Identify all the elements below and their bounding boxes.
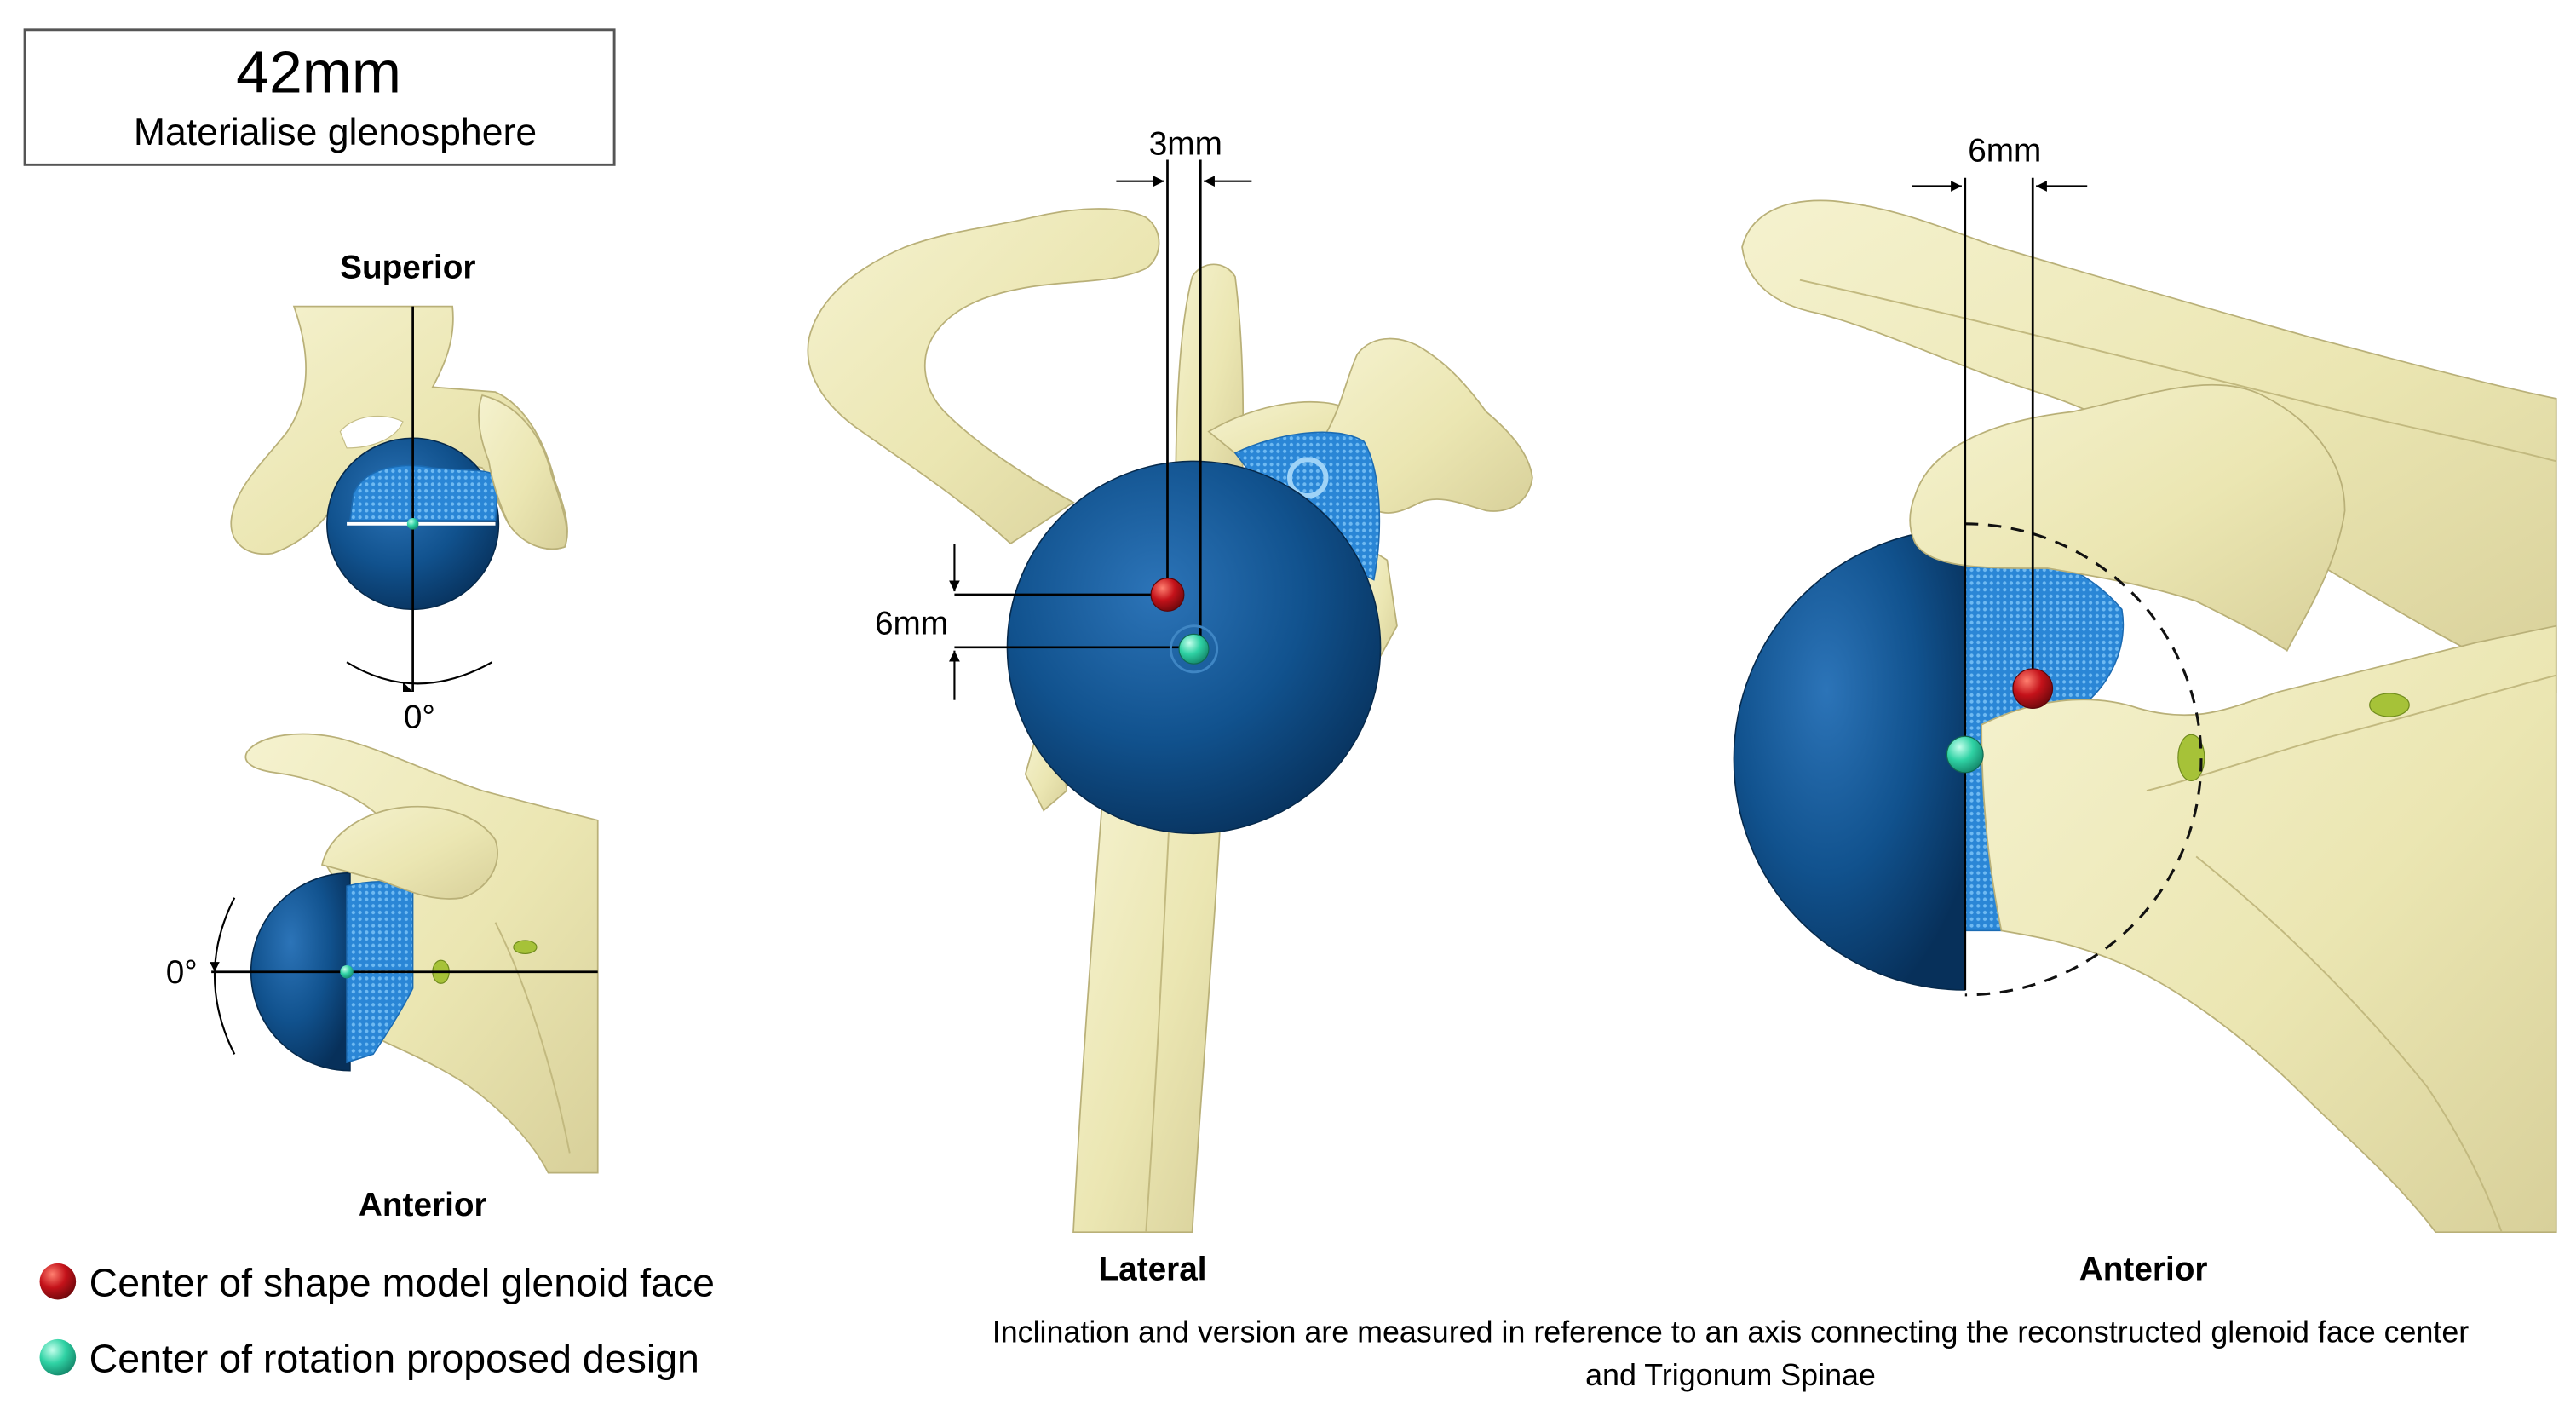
scapular-spine-superior [478, 394, 568, 550]
lateral-view-label: Lateral [1099, 1251, 1207, 1287]
anterior-large-view: 6mm Anterior [1733, 133, 2557, 1287]
scapula-contour-small [494, 922, 571, 1154]
lateral-view: 3mm 6mm Lateral [807, 126, 1533, 1287]
title-box-frame [23, 28, 616, 166]
baseplate-screw-hole [1287, 457, 1329, 498]
scapular-body-anterior-large [1981, 624, 2557, 1234]
caption-line-2: and Trigonum Spinae [1585, 1358, 1876, 1392]
scapular-body-contour-1 [2146, 674, 2556, 791]
green-dot-icon [39, 1338, 77, 1376]
trigonum-marker-large [2177, 734, 2205, 782]
rotation-center-anterior-small [340, 964, 354, 979]
spine-marker-large [2369, 693, 2410, 717]
legend-label-glenoid-center: Center of shape model glenoid face [89, 1261, 715, 1305]
legend-item-rotation-center: Center of rotation proposed design [39, 1337, 699, 1381]
legend: Center of shape model glenoid face Cente… [39, 1261, 715, 1381]
anterior-large-horizontal-offset: 6mm [1968, 133, 2041, 170]
glenosphere-outline-dashed [1964, 522, 2203, 997]
superior-angle-value: 0° [404, 699, 435, 736]
glenoid-center-dot-lateral [1150, 578, 1185, 612]
lateral-vertical-offset: 6mm [875, 605, 948, 642]
legend-label-rotation-center: Center of rotation proposed design [89, 1337, 699, 1381]
lateral-horizontal-offset: 3mm [1149, 126, 1222, 163]
spine-ridge-contour [1799, 279, 2556, 463]
superior-view: Superior 0° [230, 250, 568, 736]
anterior-small-angle-value: 0° [166, 954, 198, 991]
coracoid-anterior-small [320, 805, 498, 900]
superior-angle-marker [402, 682, 413, 693]
caption-line-1: Inclination and version are measured in … [992, 1315, 2470, 1350]
acromion-lateral [807, 208, 1160, 545]
anterior-small-view-label: Anterior [359, 1187, 487, 1223]
anterior-small-angle-marker [210, 962, 220, 972]
rotation-center-superior [406, 518, 419, 530]
title-box: 42mm Materialise glenosphere [23, 28, 616, 166]
rotation-center-ring-lateral [1169, 624, 1219, 674]
legend-item-glenoid-center: Center of shape model glenoid face [39, 1261, 715, 1305]
coracoid-anterior-large [1909, 383, 2346, 652]
superior-angle-arc [346, 661, 493, 685]
superior-notch [339, 415, 404, 449]
glenosphere-size: 42mm [236, 38, 401, 105]
scapular-body-lower-lateral [1072, 790, 1223, 1234]
scapular-body-contour-2 [2195, 855, 2503, 1233]
rotation-center-dot-large [1946, 735, 1984, 774]
baseplate-superior [349, 464, 500, 521]
rotation-center-dot-lateral [1178, 633, 1210, 665]
red-dot-icon [39, 1263, 77, 1300]
anterior-small-angle-arc [214, 897, 236, 1055]
scapular-body-groove [1145, 823, 1170, 1233]
anterior-small-view: 0° Anterior [166, 733, 599, 1223]
superior-view-label: Superior [340, 250, 475, 286]
anterior-large-view-label: Anterior [2079, 1251, 2208, 1287]
glenosphere-anterior-large [1733, 527, 1966, 991]
scapular-body-upper-lateral [1175, 263, 1245, 495]
glenoid-center-dot-large [2012, 668, 2054, 709]
glenosphere-product: Materialise glenosphere [134, 112, 537, 153]
spine-marker-small [513, 940, 538, 955]
caption: Inclination and version are measured in … [992, 1315, 2470, 1392]
